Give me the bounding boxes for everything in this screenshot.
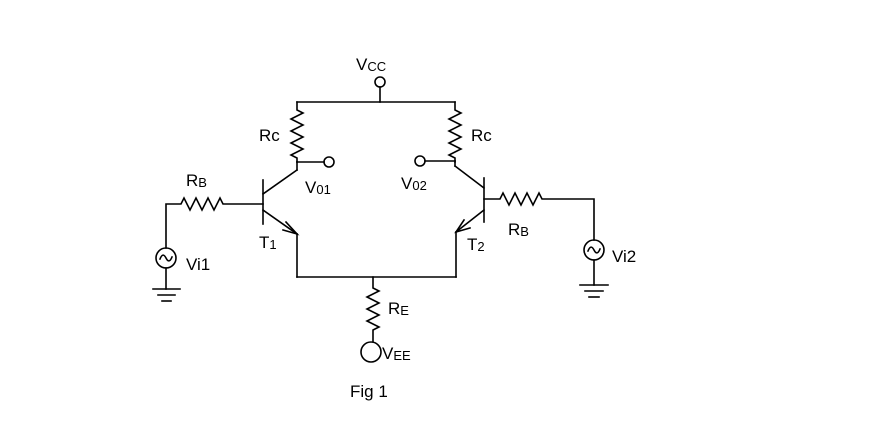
ground-left-icon bbox=[152, 288, 181, 302]
re-label: RE bbox=[388, 299, 409, 318]
vo2-label: V02 bbox=[401, 174, 427, 193]
vi2-label: Vi2 bbox=[612, 247, 636, 266]
vcc-label: VCC bbox=[356, 55, 386, 74]
transistor-t1 bbox=[261, 161, 300, 278]
vi2-source bbox=[583, 239, 605, 286]
rb-right-label: RB bbox=[508, 220, 529, 239]
ground-right-icon bbox=[579, 284, 609, 298]
rb-left-label: RB bbox=[186, 171, 207, 190]
vo1-terminal bbox=[296, 156, 335, 168]
t2-label: T2 bbox=[467, 235, 485, 254]
vo1-label: V01 bbox=[305, 178, 331, 197]
figure-caption: Fig 1 bbox=[350, 382, 388, 401]
rc-left-label: Rc bbox=[259, 126, 280, 145]
vi1-source bbox=[155, 247, 177, 290]
rc-right-label: Rc bbox=[471, 126, 492, 145]
t1-label: T1 bbox=[259, 233, 277, 252]
vo2-terminal bbox=[414, 155, 456, 167]
vee-label: VEE bbox=[382, 344, 411, 363]
transistor-t2 bbox=[453, 160, 486, 278]
rc-right-resistor bbox=[447, 101, 463, 163]
vee-terminal bbox=[360, 341, 382, 363]
rb-left-resistor bbox=[165, 196, 264, 249]
rc-left-resistor bbox=[289, 101, 305, 163]
re-resistor bbox=[365, 276, 381, 343]
vcc-terminal bbox=[374, 76, 386, 103]
rb-right-resistor bbox=[483, 191, 595, 241]
vi1-label: Vi1 bbox=[186, 255, 210, 274]
